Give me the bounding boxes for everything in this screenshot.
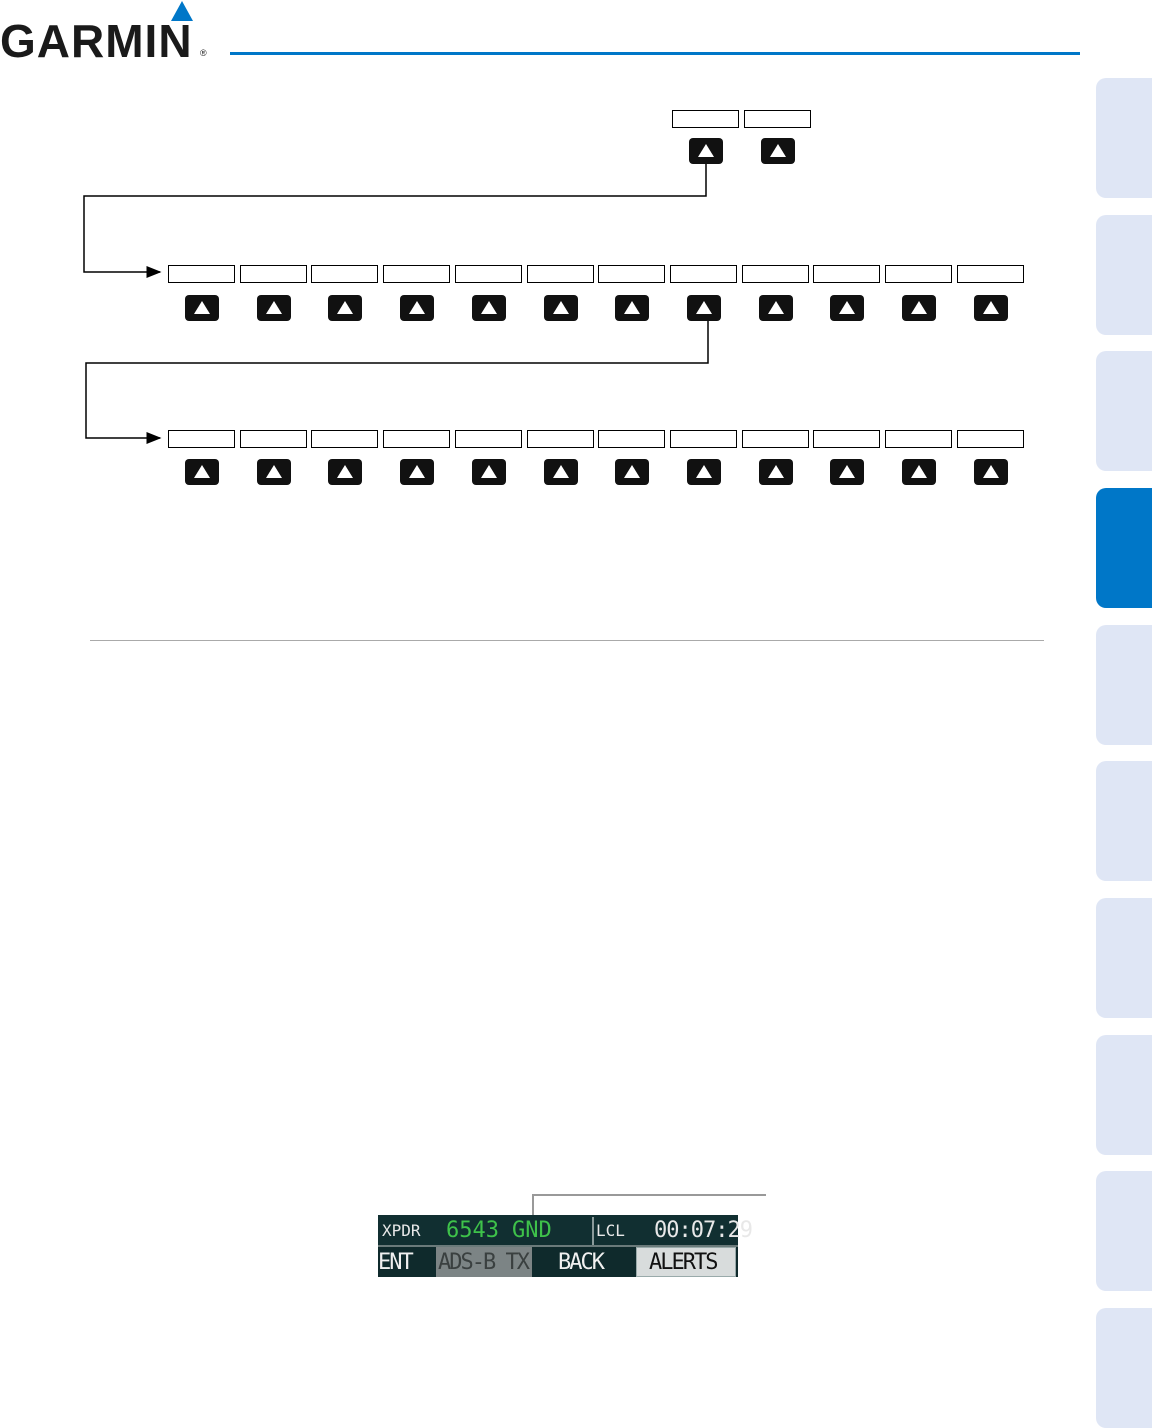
row2-softkey-box-3 [311, 265, 378, 283]
callout-leader [532, 1195, 534, 1217]
row3-softkey-arrow-icon-5 [472, 459, 506, 485]
row3-softkey-arrow-icon-6 [544, 459, 578, 485]
row2-softkey-box-12 [957, 265, 1024, 283]
row3-softkey-arrow-icon-9 [759, 459, 793, 485]
row1-softkey-arrow-icon-1 [689, 138, 723, 164]
row3-softkey-box-8 [670, 430, 737, 448]
row3-softkey-box-2 [240, 430, 307, 448]
softkey-alerts-label: ALERTS [649, 1250, 718, 1275]
row3-softkey-box-1 [168, 430, 235, 448]
local-time: 00:07:29 [654, 1218, 753, 1243]
row2-softkey-box-11 [885, 265, 952, 283]
softkey-ent[interactable]: ENT [378, 1247, 434, 1277]
row3-softkey-arrow-icon-7 [615, 459, 649, 485]
softkey-back-label: BACK [558, 1250, 605, 1275]
side-tab-1[interactable] [1096, 78, 1152, 198]
row2-softkey-box-9 [742, 265, 809, 283]
row3-softkey-box-4 [383, 430, 450, 448]
connector-row1-row2 [83, 163, 707, 278]
row1-softkey-arrow-icon-2 [761, 138, 795, 164]
row2-softkey-arrow-icon-4 [400, 295, 434, 321]
row2-softkey-arrow-icon-2 [257, 295, 291, 321]
logo-text: GARMIN [0, 15, 193, 67]
diagram-connectors [83, 163, 709, 444]
row3-softkey-arrow-icon-10 [830, 459, 864, 485]
side-tab-9[interactable] [1096, 1171, 1152, 1291]
connector-row2-row3 [85, 320, 709, 444]
row2-softkey-arrow-icon-7 [615, 295, 649, 321]
row3-softkey-box-7 [598, 430, 665, 448]
callout-line [532, 1194, 766, 1196]
row2-softkey-arrow-icon-8 [687, 295, 721, 321]
side-tab-10[interactable] [1096, 1308, 1152, 1428]
row2-softkey-arrow-icon-1 [185, 295, 219, 321]
row2-softkey-box-10 [813, 265, 880, 283]
row1-softkey-box-2 [744, 110, 811, 128]
row2-softkey-box-6 [527, 265, 594, 283]
row2-softkey-box-8 [670, 265, 737, 283]
row3-softkey-box-11 [885, 430, 952, 448]
softkey-back[interactable]: BACK [534, 1247, 634, 1277]
xpdr-mode: GND [512, 1218, 552, 1243]
softkey-adsb-tx[interactable]: ADS-B TX [436, 1247, 532, 1277]
side-tab-7[interactable] [1096, 898, 1152, 1018]
row3-softkey-arrow-icon-2 [257, 459, 291, 485]
row2-softkey-arrow-icon-12 [974, 295, 1008, 321]
softkey-adsb-tx-label: ADS-B TX [438, 1250, 530, 1275]
row2-softkey-arrow-icon-5 [472, 295, 506, 321]
row3-softkey-arrow-icon-12 [974, 459, 1008, 485]
row2-softkey-arrow-icon-11 [902, 295, 936, 321]
row3-softkey-box-5 [455, 430, 522, 448]
status-bar-screenshot: XPDR 6543 GND LCL 00:07:29 ENT ADS-B TX … [378, 1215, 753, 1277]
side-tab-3[interactable] [1096, 351, 1152, 471]
header-rule [230, 52, 1080, 55]
row3-softkey-arrow-icon-3 [328, 459, 362, 485]
row2-softkey-box-5 [455, 265, 522, 283]
row2-softkey-arrow-icon-9 [759, 295, 793, 321]
row2-softkey-box-4 [383, 265, 450, 283]
side-tab-6[interactable] [1096, 761, 1152, 881]
side-tab-8[interactable] [1096, 1035, 1152, 1155]
row2-softkey-arrow-icon-6 [544, 295, 578, 321]
row2-softkey-box-7 [598, 265, 665, 283]
row2-softkey-arrow-icon-3 [328, 295, 362, 321]
row3-softkey-arrow-icon-8 [687, 459, 721, 485]
softkey-ent-label: ENT [378, 1250, 414, 1275]
row2-softkey-box-2 [240, 265, 307, 283]
xpdr-label: XPDR [382, 1221, 421, 1240]
row2-softkey-box-1 [168, 265, 235, 283]
section-divider [90, 640, 1044, 641]
row3-softkey-arrow-icon-1 [185, 459, 219, 485]
xpdr-code: 6543 [446, 1218, 499, 1243]
row2-softkey-arrow-icon-10 [830, 295, 864, 321]
side-tab-4[interactable] [1096, 488, 1152, 608]
side-tab-5[interactable] [1096, 625, 1152, 745]
row3-softkey-arrow-icon-11 [902, 459, 936, 485]
row3-softkey-box-3 [311, 430, 378, 448]
lcl-label: LCL [596, 1221, 625, 1240]
row3-softkey-box-9 [742, 430, 809, 448]
row3-softkey-box-6 [527, 430, 594, 448]
logo-triangle-icon [171, 1, 193, 21]
row3-softkey-arrow-icon-4 [400, 459, 434, 485]
registered-mark: ® [200, 48, 207, 58]
row3-softkey-box-12 [957, 430, 1024, 448]
softkey-alerts[interactable]: ALERTS [636, 1247, 736, 1277]
row3-softkey-box-10 [813, 430, 880, 448]
row1-softkey-box-1 [672, 110, 739, 128]
side-tab-2[interactable] [1096, 215, 1152, 335]
